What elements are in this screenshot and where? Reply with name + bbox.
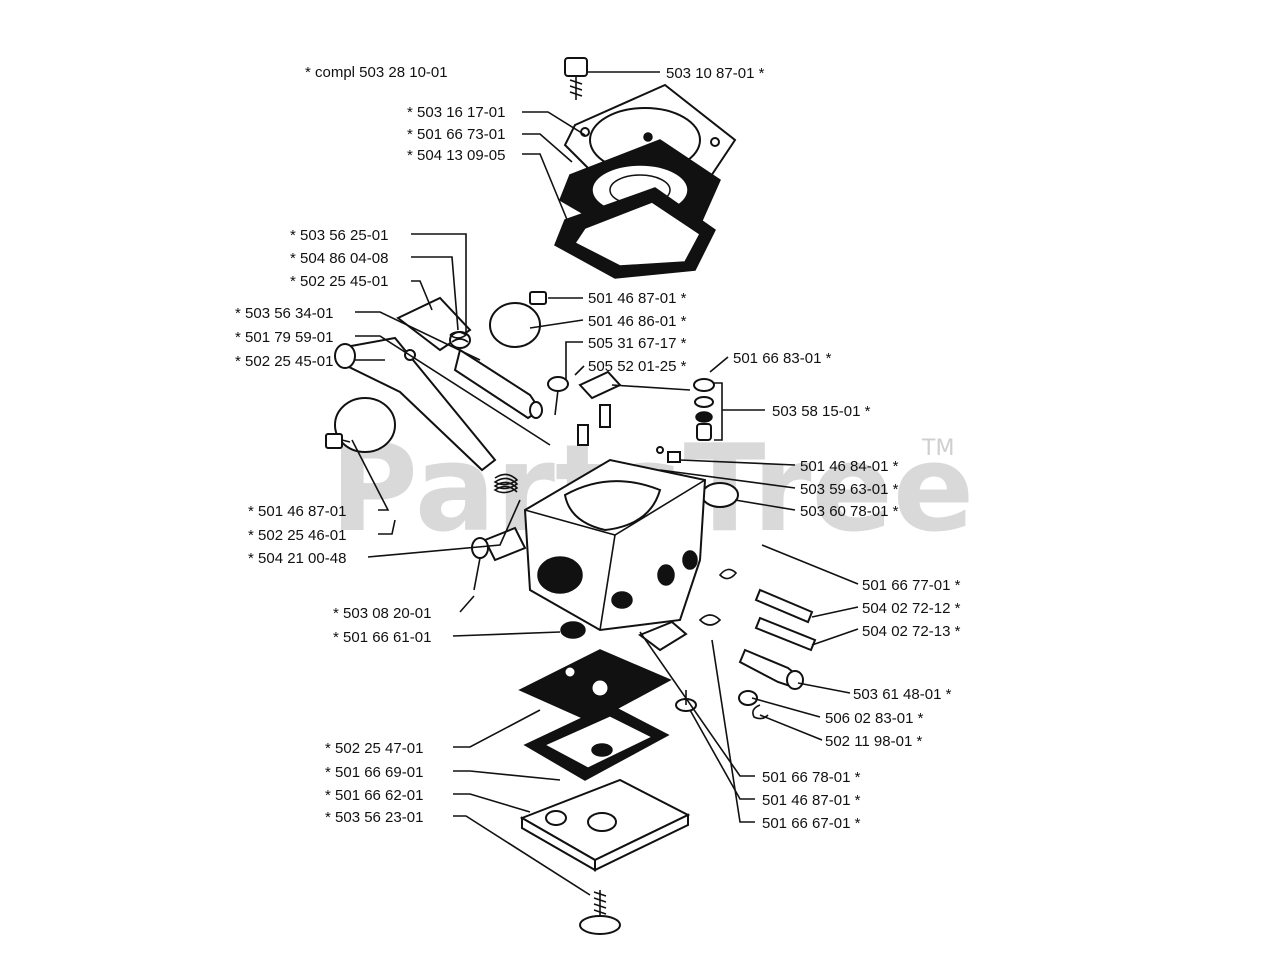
callout-label: 504 02 72-13 * bbox=[862, 623, 961, 640]
callout-label: 503 61 48-01 * bbox=[853, 686, 952, 703]
callout-label: 503 59 63-01 * bbox=[800, 481, 899, 498]
callout-label: 501 66 77-01 * bbox=[862, 577, 961, 594]
callout-label: * 503 16 17-01 bbox=[407, 104, 505, 121]
callout-label: * 501 79 59-01 bbox=[235, 329, 333, 346]
callout-label: * 504 21 00-48 bbox=[248, 550, 346, 567]
callout-label: 504 02 72-12 * bbox=[862, 600, 961, 617]
small-plug-part bbox=[656, 446, 681, 463]
callout-label: * 502 25 45-01 bbox=[290, 273, 388, 290]
callout-label: 502 11 98-01 * bbox=[825, 733, 922, 750]
throttle-lever-part bbox=[396, 296, 472, 352]
choke-shaft-part bbox=[453, 348, 543, 420]
callout-label: * 501 66 69-01 bbox=[325, 764, 423, 781]
callout-label: 506 02 83-01 * bbox=[825, 710, 924, 727]
adjustment-needles-part bbox=[698, 568, 817, 720]
throttle-shaft-part bbox=[334, 336, 497, 472]
welch-plug-part bbox=[701, 482, 739, 508]
carburetor-body-part bbox=[471, 458, 707, 632]
pump-cover-part bbox=[519, 778, 691, 872]
throttle-spring-part bbox=[493, 473, 519, 494]
valve-stack-part bbox=[693, 378, 715, 441]
leader-lines bbox=[351, 71, 859, 896]
callout-label: 505 52 01-25 * bbox=[588, 358, 687, 375]
header-label: * compl 503 28 10-01 bbox=[305, 64, 448, 81]
callout-labels: * compl 503 28 10-01 503 10 87-01 * * 50… bbox=[235, 64, 961, 832]
callout-label: 503 58 15-01 * bbox=[772, 403, 871, 420]
pump-diaphragm-part bbox=[518, 649, 672, 723]
callout-label: 501 46 87-01 * bbox=[762, 792, 861, 809]
filter-screen-part bbox=[560, 621, 586, 639]
callout-label: * 501 66 73-01 bbox=[407, 126, 505, 143]
callout-label: * 503 08 20-01 bbox=[333, 605, 431, 622]
callout-label: 501 66 83-01 * bbox=[733, 350, 832, 367]
watermark-trademark: TM bbox=[921, 436, 954, 461]
callout-label: * 502 25 45-01 bbox=[235, 353, 333, 370]
callout-label: 503 10 87-01 * bbox=[666, 65, 765, 82]
choke-valve-plate-part bbox=[489, 291, 547, 348]
callout-label: * 504 86 04-08 bbox=[290, 250, 388, 267]
top-screw-part bbox=[564, 57, 588, 100]
callout-label: * 502 25 46-01 bbox=[248, 527, 346, 544]
callout-label: * 501 66 62-01 bbox=[325, 787, 423, 804]
callout-label: 501 46 86-01 * bbox=[588, 313, 687, 330]
callout-label: * 502 25 47-01 bbox=[325, 740, 423, 757]
callout-label: 501 66 78-01 * bbox=[762, 769, 861, 786]
small-lever-part bbox=[637, 620, 697, 712]
callout-label: * 503 56 25-01 bbox=[290, 227, 388, 244]
cover-gasket-part bbox=[554, 187, 716, 279]
callout-label: 501 66 67-01 * bbox=[762, 815, 861, 832]
throttle-valve-plate-part bbox=[325, 397, 396, 453]
callout-label: * 503 56 23-01 bbox=[325, 809, 423, 826]
pump-gasket-part bbox=[523, 704, 670, 781]
callout-label: 503 60 78-01 * bbox=[800, 503, 899, 520]
callout-label: * 503 56 34-01 bbox=[235, 305, 333, 322]
bottom-screw-part bbox=[579, 890, 621, 935]
callout-label: * 501 66 61-01 bbox=[333, 629, 431, 646]
callout-label: * 501 46 87-01 bbox=[248, 503, 346, 520]
callout-label: 501 46 84-01 * bbox=[800, 458, 899, 475]
callout-label: 501 46 87-01 * bbox=[588, 290, 687, 307]
callout-label: 505 31 67-17 * bbox=[588, 335, 687, 352]
callout-label: * 504 13 09-05 bbox=[407, 147, 505, 164]
